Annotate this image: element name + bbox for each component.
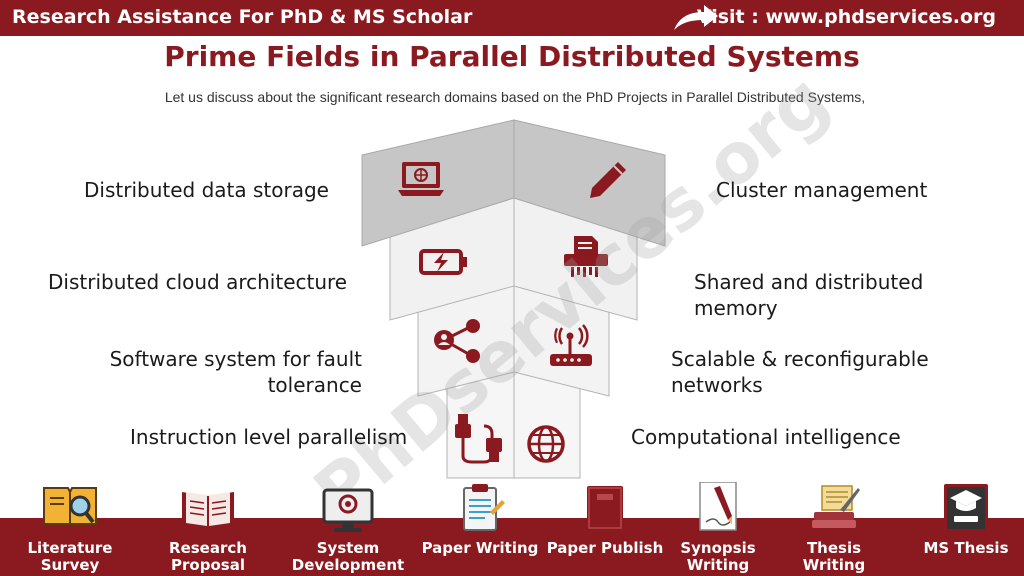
website-link[interactable]: Visit : www.phdservices.org [696, 6, 996, 28]
tagline: Research Assistance For PhD & MS Scholar [12, 6, 473, 28]
pencil-icon [590, 162, 626, 198]
footer-label: Research Proposal [169, 539, 247, 574]
field-cluster-management: Cluster management [716, 178, 928, 202]
open-book-icon [182, 492, 234, 530]
footer-label: Synopsis Writing [680, 539, 756, 574]
tier1-right-panel [513, 119, 666, 247]
battery-charging-icon [419, 249, 467, 275]
field-distributed-cloud-architecture: Distributed cloud architecture [48, 270, 348, 294]
footer-label: MS Thesis [923, 539, 1009, 557]
field-software-fault-tolerance: Software system for fault tolerance [109, 347, 362, 397]
page-title: Prime Fields in Parallel Distributed Sys… [164, 40, 860, 73]
footer-item-paper-publish[interactable]: Paper Publish [545, 482, 665, 557]
footer-item-paper-writing[interactable]: Paper Writing [420, 482, 540, 557]
footer-label: Paper Writing [421, 539, 539, 557]
footer-label: System Development [291, 539, 405, 574]
footer-item-ms-thesis[interactable]: MS Thesis [906, 482, 1024, 557]
footer-label: Literature Survey [27, 539, 113, 574]
footer-item-literature-survey[interactable]: Literature Survey [10, 482, 130, 574]
wifi-router-icon [550, 324, 592, 366]
share-icon [434, 319, 480, 363]
field-instruction-level-parallelism: Instruction level parallelism [130, 425, 408, 449]
pen-paper-icon [699, 482, 737, 531]
footer-item-synopsis-writing[interactable]: Synopsis Writing [658, 482, 778, 574]
globe-icon [527, 425, 565, 463]
footer-item-system-development[interactable]: System Development [288, 482, 408, 574]
field-shared-distributed-memory: Shared and distributed memory [694, 270, 924, 320]
page-subtitle: Let us discuss about the significant res… [164, 89, 866, 105]
scroll-quill-icon [812, 485, 860, 528]
laptop-icon [398, 162, 444, 196]
closed-book-icon [587, 486, 623, 530]
field-scalable-networks: Scalable & reconfigurable networks [671, 347, 929, 397]
document-shredder-icon [564, 236, 608, 277]
footer-label: Thesis Writing [802, 539, 866, 574]
arrow-right-icon [674, 5, 718, 30]
literature-search-icon [43, 487, 97, 525]
footer-item-thesis-writing[interactable]: Thesis Writing [774, 482, 894, 574]
graduate-book-icon [944, 484, 988, 532]
usb-cable-icon [455, 414, 502, 464]
footer-item-research-proposal[interactable]: Research Proposal [148, 482, 268, 574]
top-banner: Research Assistance For PhD & MS Scholar… [0, 0, 1024, 36]
field-distributed-data-storage: Distributed data storage [84, 178, 329, 202]
monitor-code-icon [322, 488, 374, 532]
field-computational-intelligence: Computational intelligence [631, 425, 901, 449]
footer-label: Paper Publish [546, 539, 664, 557]
paper-clipboard-icon [463, 484, 505, 531]
